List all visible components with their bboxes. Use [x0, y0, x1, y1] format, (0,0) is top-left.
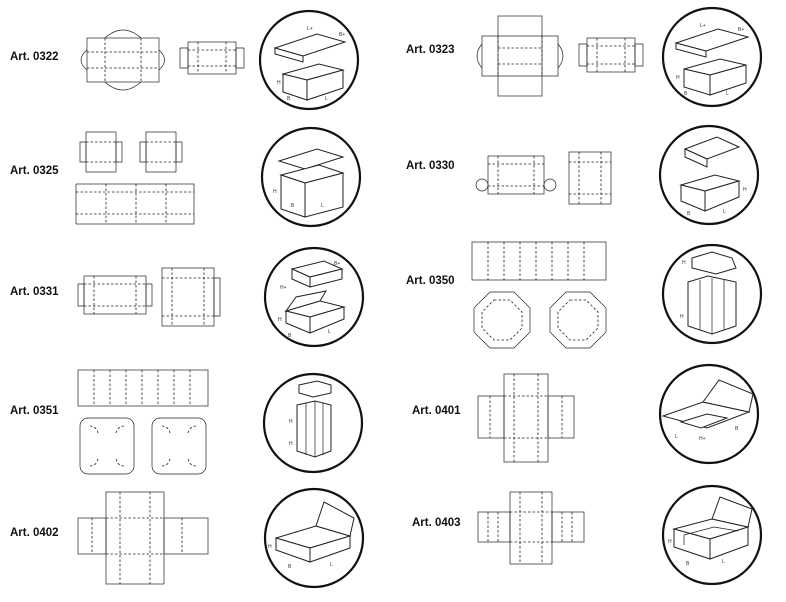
- svg-text:L+: L+: [307, 26, 313, 32]
- article-label: Art. 0331: [10, 286, 59, 298]
- svg-text:B: B: [288, 564, 292, 570]
- svg-text:B: B: [735, 426, 739, 432]
- die-cut-pattern: [477, 373, 575, 463]
- svg-text:L: L: [328, 329, 331, 335]
- svg-text:H: H: [278, 317, 282, 323]
- svg-text:L+: L+: [700, 23, 706, 29]
- die-cut-pattern-base: [578, 37, 644, 73]
- svg-text:L: L: [675, 434, 678, 440]
- article-label: Art. 0403: [412, 517, 461, 529]
- die-cut-pattern-base: [568, 151, 612, 205]
- svg-text:B: B: [687, 211, 691, 217]
- svg-text:H: H: [680, 314, 684, 320]
- svg-text:L: L: [726, 91, 729, 97]
- svg-text:H: H: [743, 187, 747, 193]
- article-label: Art. 0325: [10, 165, 59, 177]
- article-label: Art. 0402: [10, 527, 59, 539]
- article-label: Art. 0351: [10, 405, 59, 417]
- svg-text:H+: H+: [699, 436, 706, 442]
- svg-text:H: H: [273, 189, 277, 195]
- die-cut-pattern-lid: [77, 275, 153, 315]
- die-cut-pattern-base: [179, 41, 245, 75]
- svg-text:B+: B+: [339, 32, 345, 38]
- svg-text:L: L: [321, 203, 324, 209]
- svg-text:H+: H+: [280, 285, 287, 291]
- svg-text:H: H: [676, 75, 680, 81]
- svg-text:H: H: [682, 260, 686, 266]
- svg-text:H: H: [277, 80, 281, 86]
- die-cut-pattern-lid: [475, 155, 557, 195]
- svg-text:H: H: [268, 544, 272, 550]
- article-label: Art. 0350: [406, 275, 455, 287]
- svg-text:B+: B+: [334, 261, 340, 267]
- article-label: Art. 0401: [412, 405, 461, 417]
- svg-text:B: B: [287, 96, 291, 102]
- svg-text:H: H: [668, 539, 672, 545]
- article-label: Art. 0323: [406, 44, 455, 56]
- die-cut-pattern: [75, 131, 195, 225]
- svg-text:B: B: [686, 561, 690, 567]
- die-cut-pattern-base: [161, 267, 221, 327]
- svg-text:L: L: [330, 562, 333, 568]
- die-cut-pattern: [471, 241, 607, 349]
- svg-text:H: H: [289, 419, 293, 425]
- svg-text:L: L: [325, 96, 328, 102]
- svg-text:B: B: [288, 333, 292, 339]
- svg-text:B+: B+: [738, 27, 744, 33]
- die-cut-pattern: [77, 491, 209, 585]
- die-cut-pattern: [477, 491, 585, 565]
- svg-text:H: H: [289, 441, 293, 447]
- svg-text:B: B: [684, 91, 688, 97]
- svg-text:L: L: [722, 559, 725, 565]
- die-cut-pattern: [77, 369, 209, 475]
- die-cut-pattern-lid: [80, 29, 165, 91]
- svg-text:L: L: [723, 209, 726, 215]
- die-cut-pattern-lid: [476, 15, 564, 97]
- article-label: Art. 0330: [406, 160, 455, 172]
- article-label: Art. 0322: [10, 51, 59, 63]
- svg-text:B: B: [291, 203, 295, 209]
